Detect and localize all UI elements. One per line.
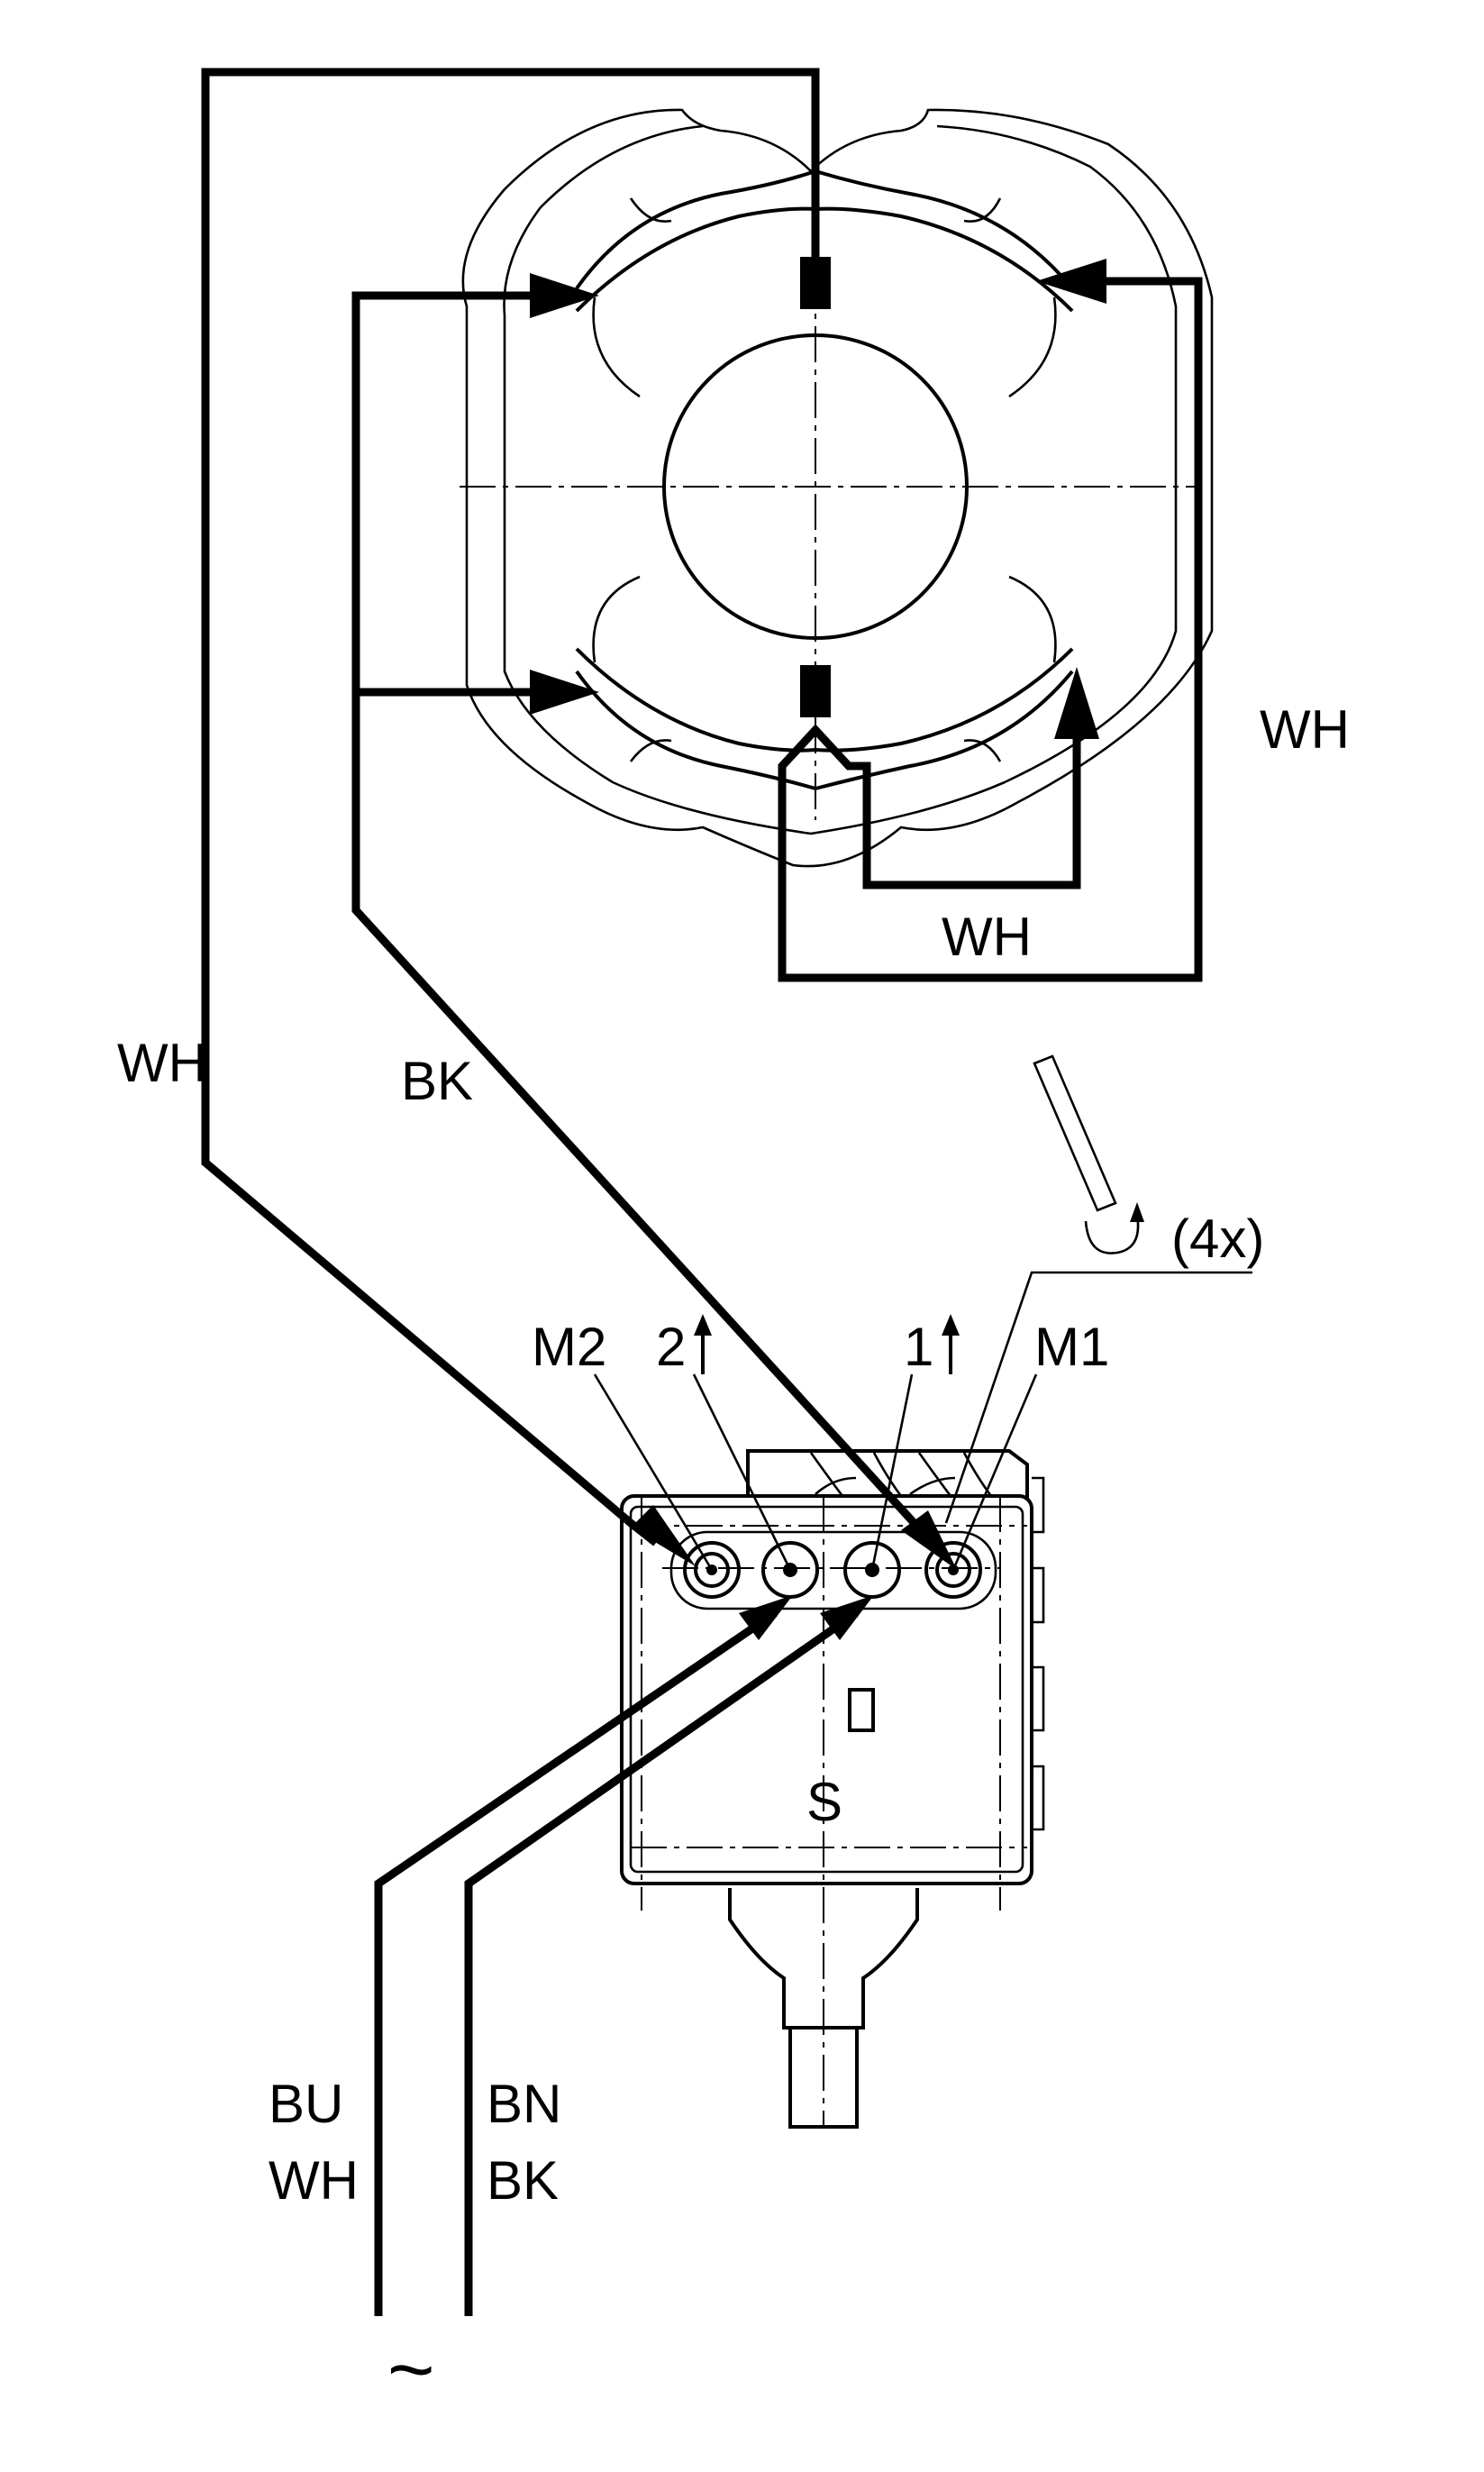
motor-stator [460,108,1214,868]
wire-bk-left-field [351,291,941,1552]
switch-indicator [848,1688,875,1732]
switch-cover-ridges [809,1452,993,1497]
switch-cover-top [746,1449,1029,1501]
screwdriver [944,1054,1252,1524]
label-terminal-m2: M2 [532,1317,606,1377]
label-switch: S [806,1772,842,1832]
supply-lead-bn-bk [464,1610,859,2316]
arrow-2-head [694,1314,712,1336]
arrowhead-terminal-m2 [631,1505,696,1566]
label-screw-count: (4x) [1171,1209,1264,1269]
leader-m1 [951,1373,1038,1571]
supply-lead-bu-wh [374,1610,778,2316]
switch-side-ribs [1032,1476,1045,1831]
arrowhead-terminal-2 [739,1595,793,1640]
leader-2 [692,1373,792,1571]
pole-tip-lower-right [963,575,1057,762]
screw-count-leader [944,1271,1252,1524]
label-terminal-m1: M1 [1034,1317,1109,1377]
stator-inner-outline [503,124,1178,835]
switch-block [620,1449,1045,2129]
arrowhead-lower-left [530,670,599,715]
label-supply-bn: BN [487,2074,561,2134]
label-ac-symbol: ~ [387,2325,435,2415]
arrow-1-head [942,1314,960,1336]
pole-shoe-upper-left [575,169,816,313]
screwdriver-blade [1033,1054,1117,1212]
pole-tip-upper-left [592,197,672,398]
label-wire-wh-right: WH [1260,699,1350,760]
supply-leads [374,1595,874,2316]
rotation-arrowhead [1130,1202,1144,1222]
stator-outer-outline [461,108,1214,868]
arrowhead-lower-right [1054,667,1099,739]
pole-shoe-upper-right [815,169,1074,313]
leader-1 [870,1373,914,1571]
labels: WH BK WH WH M2 2 1 M1 (4x) S BU WH BN BK… [117,699,1350,2415]
rotation-arrow [1084,1214,1140,1254]
label-supply-bu: BU [269,2074,343,2134]
pole-tip-lower-left [592,575,672,762]
arrowhead-upper-right [1036,259,1106,304]
wiring [201,68,1203,1552]
label-wire-wh-bottom: WH [942,907,1032,967]
label-supply-wh: WH [269,2150,359,2211]
wire-wh-right-field [778,277,1203,982]
leader-m2 [593,1373,714,1571]
label-terminal-2: 2 [656,1317,686,1377]
label-wire-bk: BK [401,1051,473,1111]
terminal-leaders [593,1314,1038,1571]
label-wire-wh-outer: WH [117,1033,207,1093]
switch-body-inner [629,1505,1024,1874]
switch-body [620,1494,1033,1885]
pole-shoe-lower-right [815,647,1074,790]
label-terminal-1: 1 [904,1317,933,1377]
switch-shaft [788,2026,859,2129]
pole-tip-upper-right [963,197,1057,398]
label-supply-bk: BK [487,2150,559,2211]
arrowhead-terminal-1 [820,1595,874,1640]
arrowhead-upper-left [530,273,599,318]
terminal-m1 [924,1541,982,1599]
terminal-m2 [683,1541,741,1599]
